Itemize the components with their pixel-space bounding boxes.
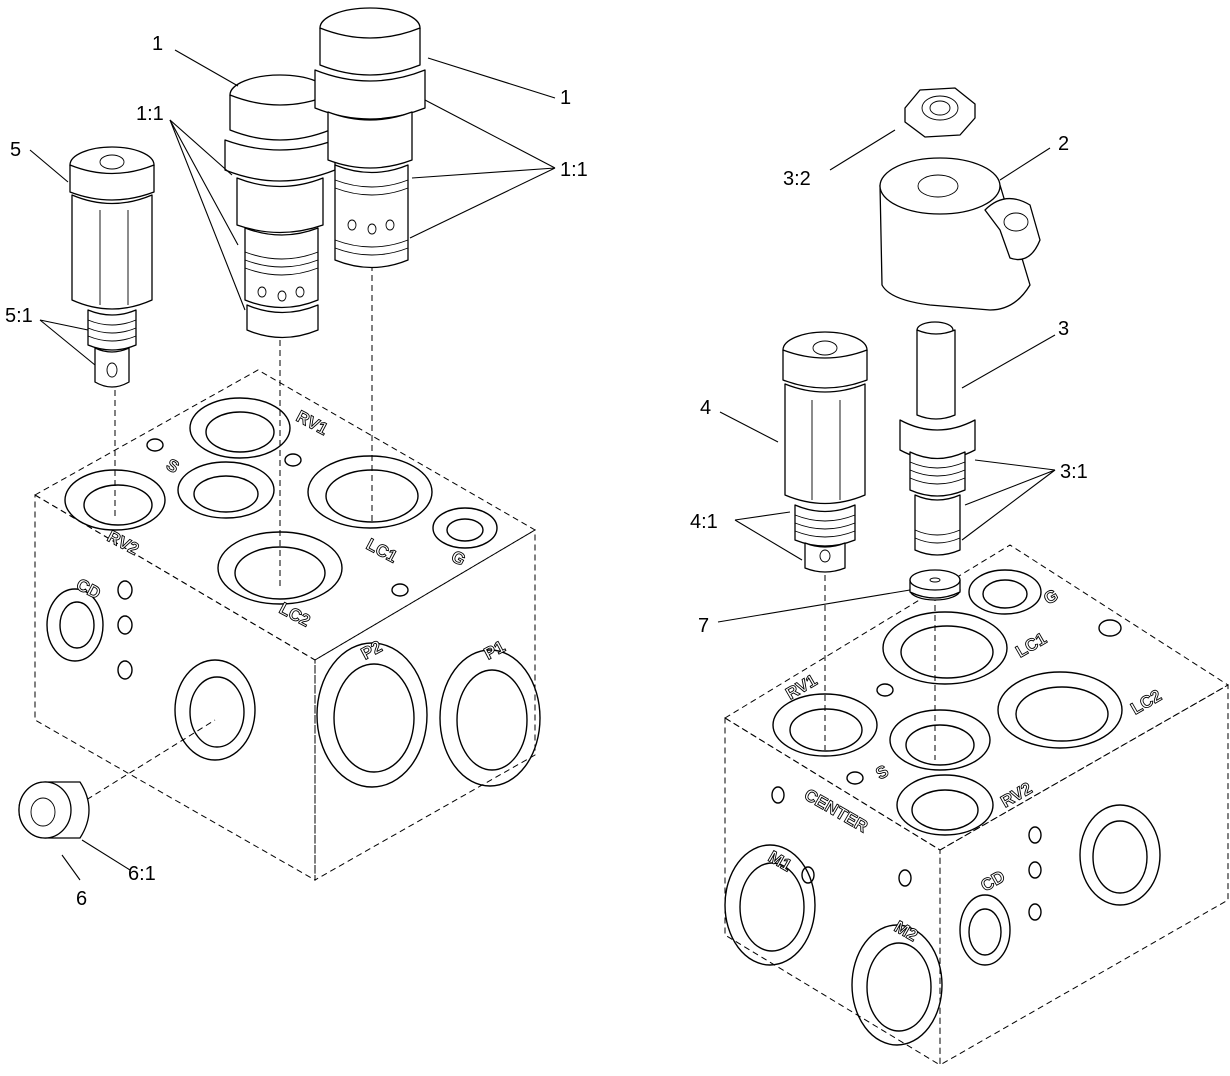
callout-5: 5 (10, 139, 21, 161)
left-label-lc2: LC2 (276, 599, 313, 631)
callout-1-left: 1 (152, 33, 163, 55)
left-label-p2: P2 (358, 637, 385, 664)
left-port-lc1 (307, 455, 433, 529)
right-port-cd (959, 894, 1011, 966)
right-solenoid-coil-2 (879, 157, 1041, 311)
left-label-g: G (448, 547, 469, 570)
right-label-lc1: LC1 (1013, 629, 1050, 662)
right-port-lc2 (997, 671, 1123, 749)
callout-4: 4 (700, 397, 711, 419)
callout-2: 2 (1058, 133, 1069, 155)
right-port-m2 (851, 924, 943, 1046)
right-label-m2: M2 (891, 917, 921, 945)
right-label-center: CENTER (801, 785, 871, 836)
callout-3-2: 3:2 (783, 168, 811, 190)
callout-6-1: 6:1 (128, 863, 156, 885)
right-port-side (1079, 804, 1161, 906)
right-seal-7 (909, 569, 961, 601)
callout-5-1: 5:1 (5, 305, 33, 327)
left-port-side (174, 659, 256, 761)
callout-1-1-right: 1:1 (560, 159, 588, 181)
right-label-g: G (1041, 585, 1062, 608)
right-label-s: S (873, 761, 892, 783)
left-port-g (432, 507, 498, 549)
left-label-rv2: RV2 (104, 527, 142, 559)
left-label-cd: CD (73, 575, 104, 603)
right-port-rv2 (896, 774, 994, 836)
right-port-s (889, 709, 991, 771)
left-port-s (177, 461, 275, 519)
right-cartridge-4 (782, 331, 868, 573)
right-label-rv2: RV2 (998, 779, 1036, 812)
callout-1-1-left: 1:1 (136, 103, 164, 125)
right-manifold-block: G LC1 LC2 RV1 S RV2 CENTER M1 M2 CD (724, 544, 1229, 1066)
left-port-p1 (439, 649, 541, 787)
right-label-lc2: LC2 (1128, 686, 1165, 719)
callout-7: 7 (698, 615, 709, 637)
callout-1-right: 1 (560, 87, 571, 109)
callout-4-1: 4:1 (690, 511, 718, 533)
left-cartridge-5 (69, 146, 155, 388)
left-label-rv1: RV1 (293, 407, 331, 439)
left-port-rv1 (189, 397, 291, 459)
leader-lines (29, 49, 1056, 881)
right-port-rv1 (772, 693, 878, 757)
callout-6: 6 (76, 888, 87, 910)
left-label-p1: P1 (481, 637, 508, 664)
left-port-cd (46, 588, 104, 662)
right-port-m1 (724, 844, 816, 966)
callout-3: 3 (1058, 318, 1069, 340)
right-solenoid-tube-3 (899, 321, 976, 556)
callout-3-1: 3:1 (1060, 461, 1088, 483)
left-cartridge-1-back (314, 7, 426, 269)
right-label-rv1: RV1 (783, 671, 821, 704)
left-cartridge-1-front (224, 74, 336, 339)
left-plug-6 (18, 781, 90, 839)
right-port-g (968, 569, 1042, 615)
left-label-lc1: LC1 (363, 535, 400, 567)
right-port-lc1 (882, 611, 1008, 685)
left-label-s: S (163, 455, 182, 477)
left-port-p2 (316, 642, 428, 788)
right-label-cd: CD (978, 867, 1009, 896)
right-nut-3-2 (904, 87, 976, 138)
